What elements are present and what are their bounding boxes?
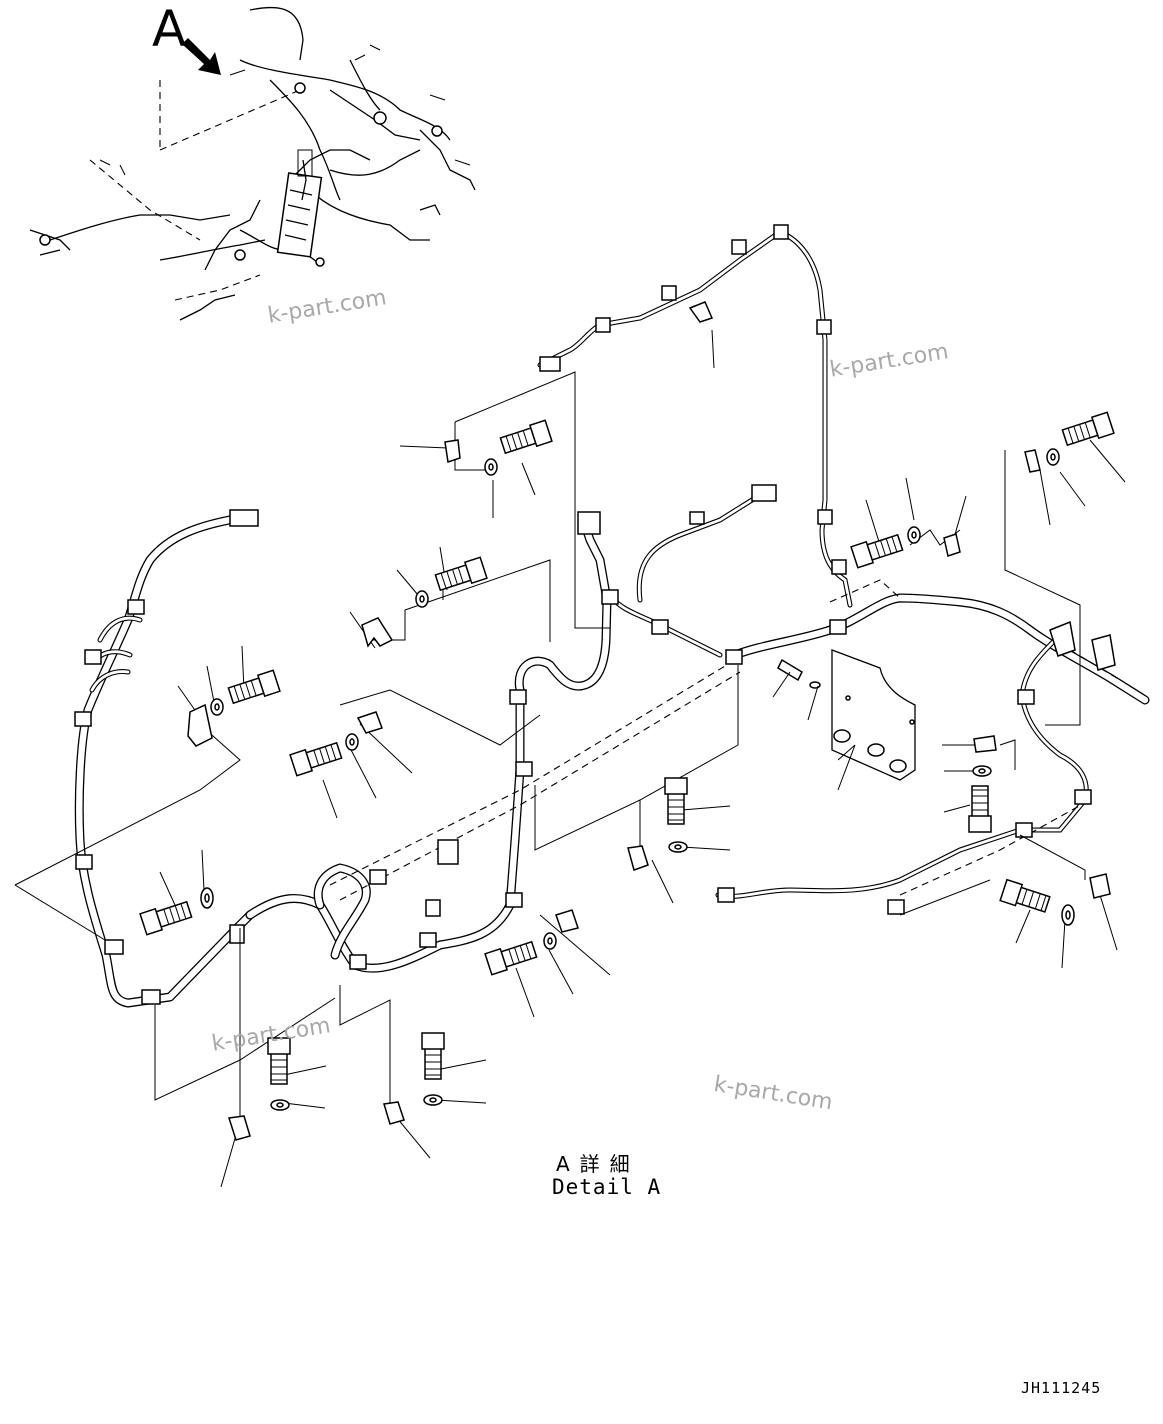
detail-caption-japanese: A詳細 [556,1152,640,1176]
bolt-icon [267,1037,291,1085]
bolt-icon [499,419,553,455]
bolt-icon [289,741,343,777]
bolt-icon [421,1032,445,1080]
brackets [187,301,1116,1141]
harness-main [74,229,1150,1008]
view-arrow-icon [182,38,221,75]
bolt-icon [139,900,193,936]
bolt-icon [1061,411,1115,447]
overview-harness [29,6,476,321]
view-label: A [152,0,187,58]
leader-lines [159,329,1126,1188]
bolt-icon [664,777,688,825]
bolts [139,411,1115,1085]
bolt-icon [227,669,281,705]
harness-clips [74,224,1092,1005]
washers [200,448,1075,1111]
bolt-icon [484,940,538,976]
drawing-number: JH111245 [1021,1379,1102,1397]
detail-caption-english: Detail A [552,1175,662,1199]
bolt-icon [850,533,904,569]
bolt-icon [999,878,1051,913]
bolt-icon [434,556,488,592]
bolt-icon [968,785,992,833]
group-outlines [14,371,1086,1130]
mounting-plate [777,649,916,781]
